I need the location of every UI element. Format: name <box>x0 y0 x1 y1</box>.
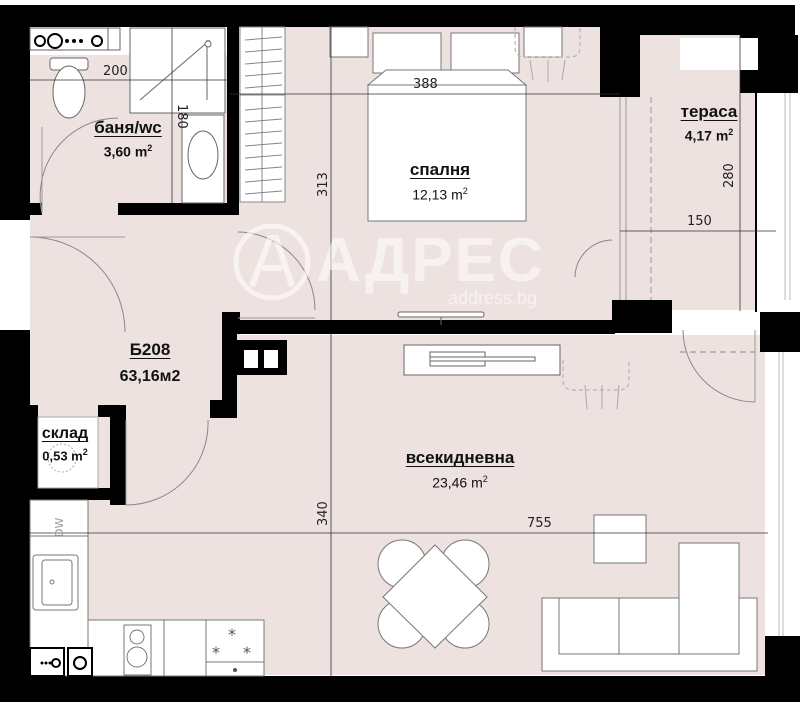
dimension-terrace-height: 280 <box>722 163 737 188</box>
room-name: спалня <box>409 160 471 179</box>
apartment-total-area: 63,16м2 <box>119 368 181 385</box>
watermark-url: address.bg <box>448 288 538 308</box>
room-area: 23,46 m2 <box>432 474 488 491</box>
right-windows <box>755 35 800 636</box>
tv-units <box>397 311 561 376</box>
ac-units <box>514 27 630 410</box>
room-label-terrace: тераса 4,17 m2 <box>664 102 754 144</box>
terrace-furniture <box>619 38 758 300</box>
kitchen: * * * <box>29 499 265 677</box>
dimension-bed-width: 388 <box>413 77 438 92</box>
dimension-living-width: 755 <box>527 516 552 531</box>
room-label-bathroom: баня/wc 3,60 m2 <box>78 118 178 160</box>
room-area: 12,13 m2 <box>412 186 468 203</box>
dimension-bath-height: 180 <box>174 104 189 129</box>
dishwasher-label: DW <box>53 517 66 537</box>
room-area: 4,17 m2 <box>684 127 734 144</box>
ventilation-shafts <box>244 350 278 368</box>
brand-logo-icon <box>233 223 311 301</box>
watermark <box>232 222 312 307</box>
room-label-living: всекидневна 23,46 m2 <box>390 448 530 491</box>
svg-text:*: * <box>243 643 251 662</box>
room-name: тераса <box>680 102 738 121</box>
room-label-storage: склад 0,53 m2 <box>30 425 100 463</box>
room-label-bedroom: спалня 12,13 m2 <box>390 160 490 203</box>
wardrobe <box>239 26 286 203</box>
svg-text:*: * <box>228 625 236 644</box>
dimension-living-height: 340 <box>316 501 331 526</box>
dimension-lines <box>30 27 776 676</box>
watermark-brand: АДРЕС <box>316 226 545 295</box>
room-area: 3,60 m2 <box>103 143 153 160</box>
storage-boiler <box>37 416 99 489</box>
bathroom-fixtures <box>29 27 226 204</box>
dimension-terrace-width: 150 <box>687 214 712 229</box>
room-name: баня/wc <box>94 118 162 137</box>
room-name: склад <box>41 425 89 442</box>
apartment-label: Б208 63,16м2 <box>95 340 205 386</box>
room-name: всекидневна <box>405 448 515 467</box>
living-furniture <box>377 514 758 672</box>
dimension-bath-width: 200 <box>103 64 128 79</box>
room-area: 0,53 m2 <box>42 447 88 464</box>
bed <box>329 26 563 222</box>
apartment-id: Б208 <box>129 340 171 359</box>
svg-text:*: * <box>212 643 220 662</box>
dimension-bed-height: 313 <box>316 172 331 197</box>
